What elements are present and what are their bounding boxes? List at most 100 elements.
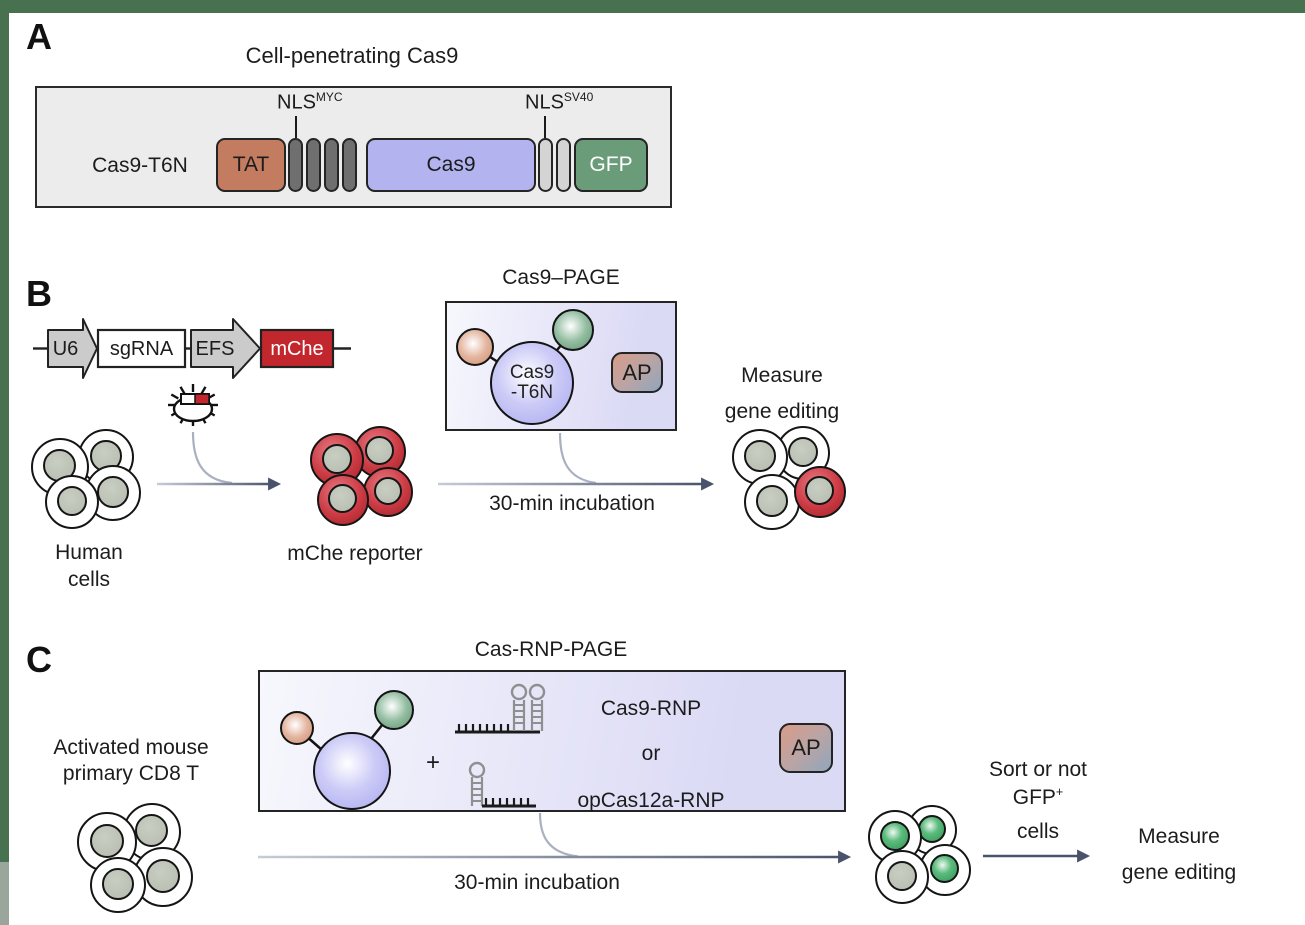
cas9-page-drop-curve xyxy=(558,432,597,485)
u6-label: U6 xyxy=(52,338,79,360)
cell-nucleus xyxy=(321,443,352,474)
cas9-domain: Cas9 xyxy=(366,138,536,192)
panel-b-letter: B xyxy=(26,273,52,314)
ap-box-b: AP xyxy=(611,352,663,393)
gfp-ball-c xyxy=(374,690,414,730)
mche-box xyxy=(259,328,335,369)
crrna-target-teeth xyxy=(484,798,530,806)
cell-nucleus-gfp xyxy=(879,820,910,851)
cell-nucleus xyxy=(56,485,87,516)
rnp-page-drop-curve xyxy=(538,812,579,858)
nls-myc-label: NLSMYC xyxy=(277,90,343,114)
edited-cell-white xyxy=(732,429,788,485)
efs-label: EFS xyxy=(195,338,235,360)
panel-a-letter: A xyxy=(26,16,52,57)
salmon-tag-ball-c xyxy=(280,711,314,745)
cell-nucleus xyxy=(373,476,402,505)
measure-label-b-line1: Measure xyxy=(741,364,823,387)
crrna-rungs xyxy=(472,782,482,802)
rnp-or-label: or xyxy=(641,742,661,765)
cell-nucleus xyxy=(755,484,788,517)
human-cells-label-line2: cells xyxy=(67,568,110,591)
edited-cell-red xyxy=(794,466,846,518)
cell-nucleus xyxy=(328,484,358,514)
cas-rnp-page-title: Cas-RNP-PAGE xyxy=(474,638,628,661)
virus-cargo-red xyxy=(194,393,210,405)
cas-protein-ball-c xyxy=(313,732,391,810)
measure-label-c-line1: Measure xyxy=(1138,825,1220,848)
nls-myc-pill-2 xyxy=(306,138,321,192)
nls-sv40-sup: SV40 xyxy=(563,90,594,104)
cd8-t-cell xyxy=(90,857,146,913)
nls-sv40-label: NLSSV40 xyxy=(525,90,594,114)
frame-left-band-muted xyxy=(0,862,9,925)
frame-top-band xyxy=(0,0,1305,13)
construct-name-label: Cas9-T6N xyxy=(92,154,188,177)
panel-a-title: Cell-penetrating Cas9 xyxy=(245,43,459,68)
lenti-construct xyxy=(33,318,351,379)
sgrna-rungs-1 xyxy=(514,704,524,724)
rnp-option1-label: Cas9-RNP xyxy=(600,697,702,720)
cell-nucleus xyxy=(805,476,835,506)
measure-label-c-line2: gene editing xyxy=(1121,861,1237,884)
nls-sv40-pill-2 xyxy=(556,138,571,192)
frame-left-band xyxy=(0,0,9,862)
nls-myc-pill-1 xyxy=(288,138,303,192)
incubation-label-c: 30-min incubation xyxy=(454,871,620,894)
cell-nucleus xyxy=(886,860,917,891)
panel-c-letter: C xyxy=(26,639,52,680)
nls-sv40-base: NLS xyxy=(525,91,564,114)
sgrna-loop-2 xyxy=(528,683,546,701)
mche-label: mChe xyxy=(270,338,324,360)
protein-label-line1: Cas9 xyxy=(509,362,555,384)
sgrna-loop-1 xyxy=(510,683,528,701)
sort-label-line1: Sort or not xyxy=(988,758,1088,781)
cas9-sgrna-glyph xyxy=(455,683,546,734)
measure-label-b-line2: gene editing xyxy=(724,400,840,423)
tat-domain: TAT xyxy=(216,138,286,192)
cell-nucleus xyxy=(787,436,818,467)
cell-nucleus xyxy=(96,475,129,508)
nls-sv40-pill-1 xyxy=(538,138,553,192)
gfp-ball-b xyxy=(552,309,594,351)
gfp-negative-cell xyxy=(875,850,929,904)
cell-nucleus xyxy=(145,858,180,893)
protein-label-line2: -T6N xyxy=(510,382,554,403)
cell-nucleus xyxy=(101,867,134,900)
plus-sign: + xyxy=(425,749,440,776)
human-cell xyxy=(45,475,99,529)
mche-reporter-label: mChe reporter xyxy=(287,542,423,565)
cell-nucleus xyxy=(135,814,169,848)
virus-drop-curve xyxy=(191,431,233,485)
cas12a-crrna-glyph xyxy=(468,761,536,808)
edited-cell-white xyxy=(744,474,800,530)
sgrna-rungs-2 xyxy=(532,704,542,724)
ap-box-c: AP xyxy=(779,723,833,773)
human-cells-label-line1: Human xyxy=(55,541,123,564)
cas9-t6n-protein-ball: Cas9 -T6N xyxy=(490,341,574,425)
mche-reporter-cell xyxy=(317,474,369,526)
protein-ball-label: Cas9 -T6N xyxy=(492,343,572,423)
sort-gfp-sup: + xyxy=(1055,785,1064,799)
sort-gfp-base: GFP xyxy=(1012,786,1056,809)
salmon-tag-ball-b xyxy=(456,328,494,366)
rnp-option2-label: opCas12a-RNP xyxy=(577,789,725,812)
mche-reporter-cell xyxy=(363,467,413,517)
sgrna-box xyxy=(96,328,187,369)
sort-label-line2: GFP+ xyxy=(958,785,1118,810)
u6-promoter-arrow xyxy=(47,318,98,379)
nls-myc-base: NLS xyxy=(277,91,316,114)
incubation-label-b: 30-min incubation xyxy=(489,492,655,515)
cd8-cells-label-line2: primary CD8 T xyxy=(62,762,200,785)
cas9-page-title: Cas9–PAGE xyxy=(502,266,620,289)
gfp-domain: GFP xyxy=(574,138,648,192)
nls-myc-sup: MYC xyxy=(315,90,343,104)
cell-nucleus xyxy=(89,823,124,858)
efs-promoter-arrow xyxy=(190,318,261,379)
sgrna-target-teeth xyxy=(457,724,510,732)
sort-label-line3: cells xyxy=(1016,820,1059,843)
cd8-cells-label-line1: Activated mouse xyxy=(53,736,209,759)
cell-nucleus-gfp xyxy=(930,854,960,884)
